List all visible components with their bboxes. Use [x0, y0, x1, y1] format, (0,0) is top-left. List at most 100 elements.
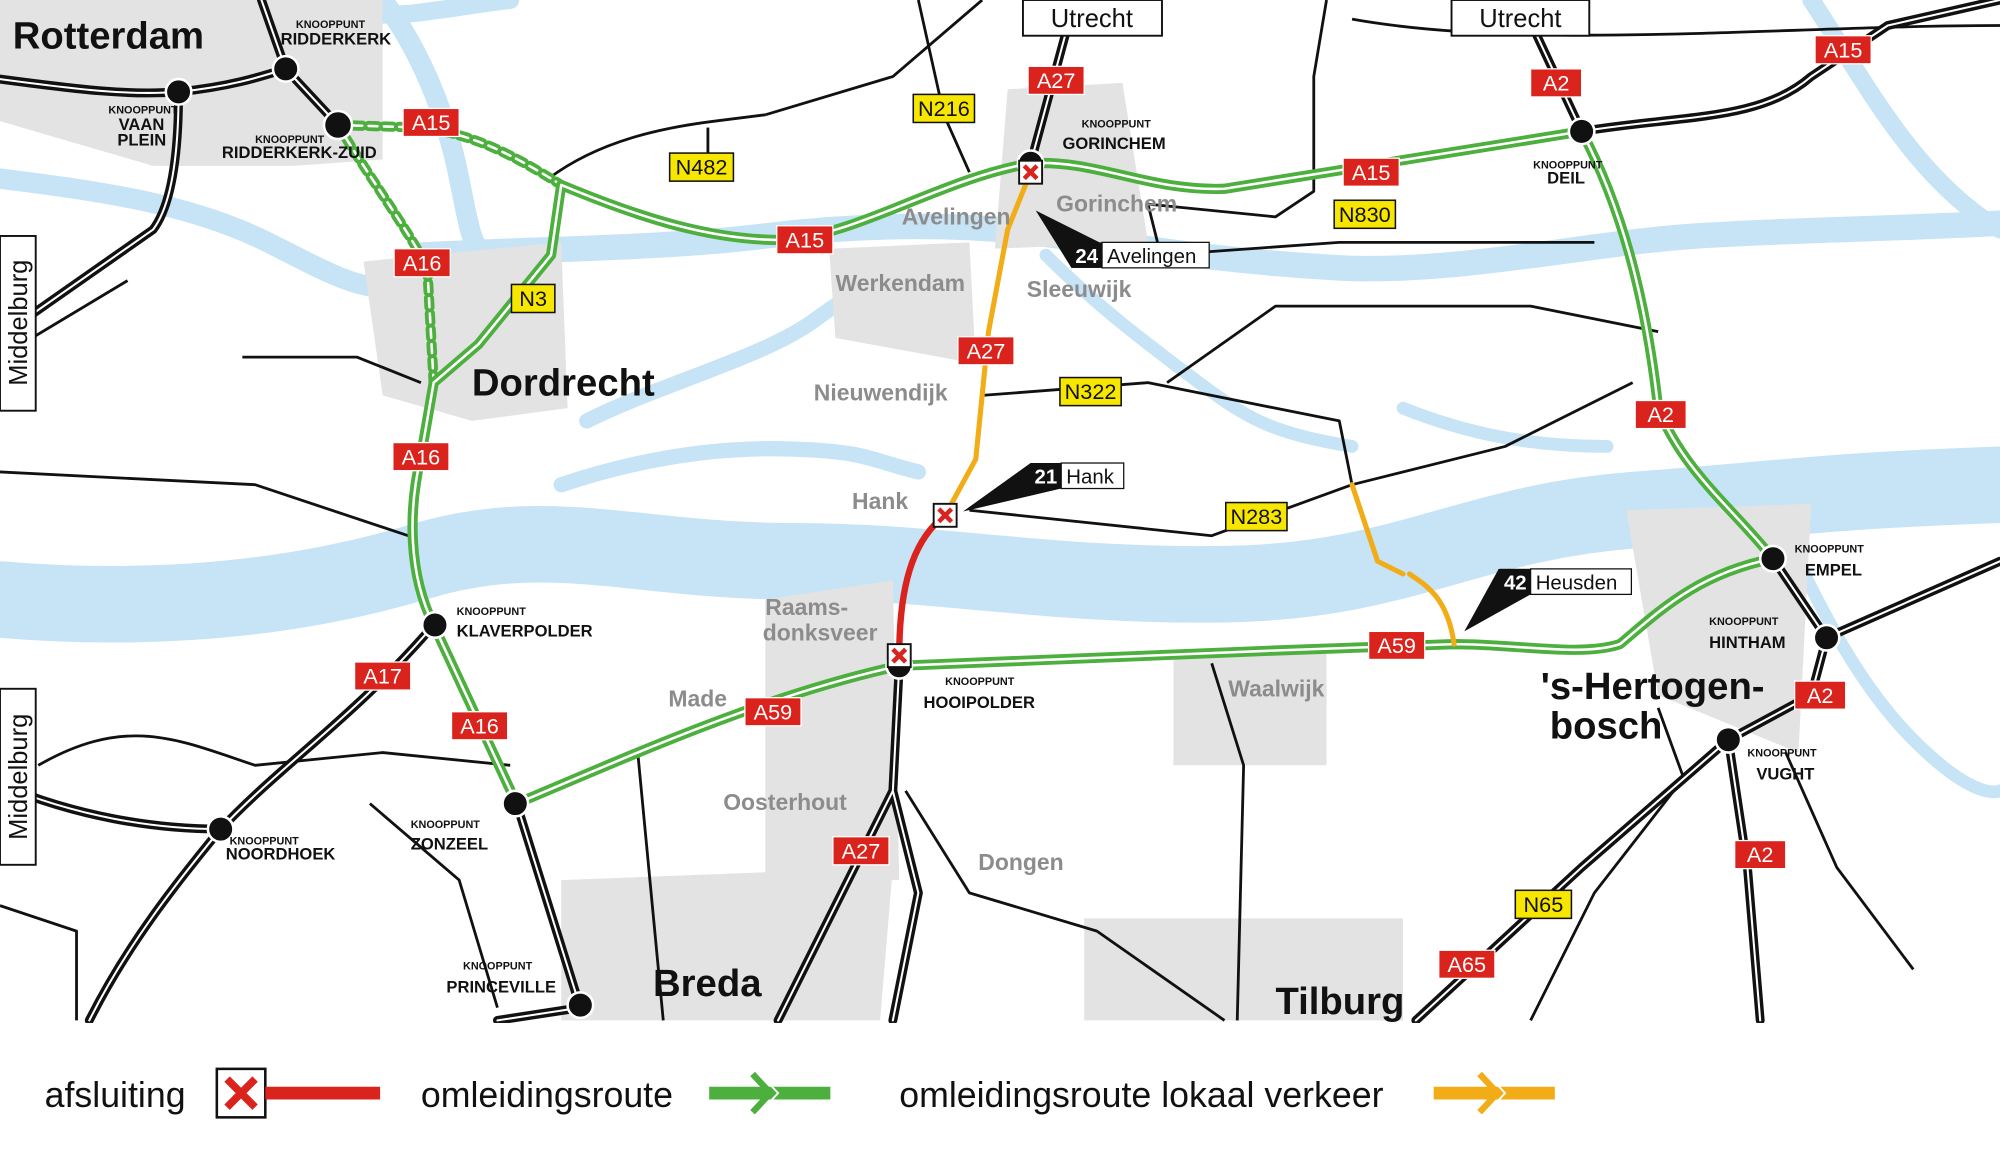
junction-gorinchem: GORINCHEM [1063, 134, 1166, 153]
place-made: Made [668, 686, 727, 712]
sign-a27: A27 [957, 336, 1015, 366]
svg-text:N482: N482 [676, 155, 728, 180]
knooppunt-caption: KNOOPPUNT [1795, 543, 1865, 555]
knooppunt-caption: KNOOPPUNT [1747, 747, 1817, 759]
sign-a15: A15 [402, 107, 460, 138]
direction-utrecht-a2: Utrecht [1450, 0, 1591, 37]
junction-princeville: PRINCEVILLE [446, 977, 556, 996]
direction-middelburg-a17: Middelburg [0, 687, 37, 866]
svg-text:A2: A2 [1543, 71, 1570, 96]
svg-text:A59: A59 [1377, 633, 1416, 658]
place-hank: Hank [852, 488, 908, 514]
place-gorinchem: Gorinchem [1056, 191, 1177, 217]
closure-x-icon [932, 502, 958, 528]
svg-text:N322: N322 [1065, 379, 1117, 404]
junction-hooipolder: HOOIPOLDER [923, 693, 1034, 712]
svg-text:Middelburg: Middelburg [5, 260, 33, 386]
svg-text:A15: A15 [1824, 37, 1863, 62]
svg-text:A2: A2 [1647, 402, 1674, 427]
city-breda: Breda [653, 962, 762, 1005]
exit-21-hank: 21 Hank [963, 462, 1125, 512]
junction-vaan-plein-2: PLEIN [117, 130, 166, 149]
svg-text:A16: A16 [402, 444, 441, 469]
sign-n830: N830 [1333, 199, 1397, 230]
junction-vaan-plein-1: VAAN [119, 115, 165, 134]
sign-a59: A59 [744, 697, 802, 727]
sign-a15: A15 [1342, 157, 1400, 187]
junction-nodes [164, 54, 1841, 1020]
place-nieuwendijk: Nieuwendijk [814, 380, 948, 406]
svg-text:A2: A2 [1747, 842, 1774, 867]
sign-a16: A16 [393, 248, 451, 278]
knooppunt-caption: KNOOPPUNT [463, 960, 533, 972]
direction-utrecht-a27: Utrecht [1022, 0, 1163, 37]
place-labels: Avelingen Gorinchem Werkendam Sleeuwijk … [668, 191, 1324, 875]
sign-n3: N3 [510, 283, 556, 314]
local-detour-route [942, 169, 1457, 647]
sign-n283: N283 [1225, 501, 1288, 532]
svg-text:42: 42 [1504, 572, 1527, 594]
junction-ridderkerk-zuid: RIDDERKERK-ZUID [222, 143, 377, 162]
svg-text:A27: A27 [1037, 68, 1076, 93]
local-detour-arrow-icon [1433, 1071, 1555, 1115]
place-waalwijk: Waalwijk [1228, 675, 1324, 701]
legend: afsluiting omleidingsroute omleidingsrou… [45, 1067, 1555, 1119]
svg-text:Middelburg: Middelburg [5, 714, 33, 840]
closure-x-icon [215, 1067, 267, 1119]
svg-text:A16: A16 [403, 250, 442, 275]
city-rotterdam: Rotterdam [13, 14, 204, 57]
knooppunt-caption: KNOOPPUNT [255, 134, 325, 146]
svg-text:A59: A59 [754, 699, 793, 724]
place-werkendam: Werkendam [835, 270, 965, 296]
knooppunt-caption: KNOOPPUNT [1709, 616, 1779, 628]
svg-text:Utrecht: Utrecht [1479, 5, 1561, 33]
svg-text:A27: A27 [967, 338, 1006, 363]
svg-text:A27: A27 [842, 838, 881, 863]
place-sleeuwijk: Sleeuwijk [1027, 276, 1132, 302]
exit-42-heusden: 42 Heusden [1464, 568, 1633, 632]
svg-text:A16: A16 [460, 713, 499, 738]
svg-text:A2: A2 [1807, 683, 1834, 708]
junction-ridderkerk: RIDDERKERK [281, 30, 392, 49]
place-avelingen: Avelingen [902, 203, 1011, 229]
sign-a17: A17 [353, 661, 412, 691]
closure-x-icon [886, 643, 912, 669]
closure-line-swatch [265, 1086, 381, 1100]
sign-a16: A16 [392, 441, 450, 472]
sign-n65: N65 [1514, 889, 1573, 920]
sign-a15: A15 [1814, 35, 1872, 65]
legend-local-detour-label: omleidingsroute lokaal verkeer [899, 1075, 1383, 1115]
junction-empel: EMPEL [1805, 560, 1862, 579]
city-tilburg: Tilburg [1276, 980, 1405, 1023]
svg-text:Heusden: Heusden [1536, 572, 1618, 594]
svg-text:24: 24 [1075, 246, 1098, 268]
junction-klaverpolder: KLAVERPOLDER [457, 621, 593, 640]
svg-text:N65: N65 [1523, 892, 1563, 917]
city-labels: Rotterdam Dordrecht Breda Tilburg 's-Her… [13, 14, 1765, 1023]
city-dordrecht: Dordrecht [472, 361, 655, 404]
sign-n322: N322 [1059, 376, 1122, 407]
detour-arrow-icon [709, 1071, 831, 1115]
svg-text:Hank: Hank [1066, 466, 1114, 488]
legend-closure-label: afsluiting [45, 1075, 186, 1115]
sign-a59: A59 [1367, 630, 1426, 661]
junction-vught: VUGHT [1756, 764, 1814, 783]
knooppunt-caption: KNOOPPUNT [457, 606, 527, 618]
knooppunt-caption: KNOOPPUNT [945, 676, 1015, 688]
sign-a27: A27 [1027, 65, 1085, 96]
sign-a15: A15 [776, 225, 834, 255]
svg-text:N216: N216 [918, 96, 970, 121]
sign-a2: A2 [1794, 680, 1847, 710]
junction-zonzeel: ZONZEEL [411, 834, 488, 853]
junction-deil: DEIL [1547, 169, 1585, 188]
svg-text:N3: N3 [519, 286, 547, 311]
sign-a2: A2 [1529, 68, 1583, 98]
junction-hintham: HINTHAM [1709, 633, 1785, 652]
place-raamsdonksveer-2: donksveer [763, 619, 878, 645]
sign-a16: A16 [450, 711, 509, 741]
city-s-hertogenbosch-1: 's-Hertogen- [1541, 665, 1765, 708]
svg-text:A65: A65 [1448, 952, 1487, 977]
legend-detour-label: omleidingsroute [421, 1075, 673, 1115]
